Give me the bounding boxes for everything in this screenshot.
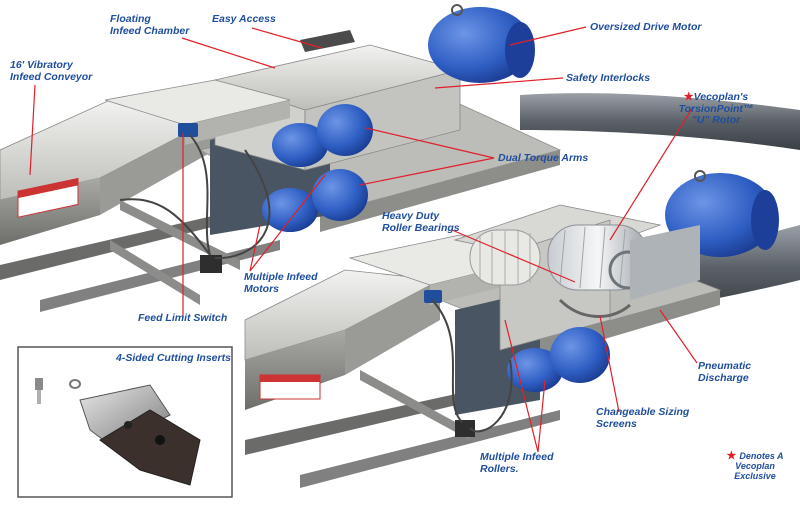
- insert-washer: [69, 379, 81, 389]
- label-changeable-sizing-screens: Changeable Sizing Screens: [596, 406, 690, 430]
- cutting-insert-holder: [99, 409, 201, 486]
- label-vibratory-infeed-conveyor: 16' Vibratory Infeed Conveyor: [10, 59, 93, 83]
- label-oversized-drive-motor: Oversized Drive Motor: [590, 21, 702, 33]
- leader-pneumatic: [659, 309, 698, 364]
- leader-infeed-motor-1: [249, 174, 326, 272]
- label-torsionpoint-rotor: ★Vecoplan's TorsionPoint™ "U" Rotor: [666, 91, 766, 127]
- leader-rollers-2: [537, 379, 546, 453]
- label-pneumatic-discharge: Pneumatic Discharge: [698, 360, 752, 384]
- label-easy-access: Easy Access: [212, 13, 276, 25]
- lower-frame-rail: [245, 380, 520, 455]
- exclusive-star-icon: ★: [683, 91, 694, 103]
- leader-rollers-1: [504, 319, 539, 453]
- exclusive-note-star-icon: ★: [726, 450, 740, 462]
- upper-access-handle: [300, 30, 355, 52]
- label-dual-torque-arms: Dual Torque Arms: [498, 152, 589, 164]
- leader-lines: [29, 26, 698, 453]
- upper-frame-rail: [0, 205, 260, 280]
- label-floating-infeed-chamber: Floating Infeed Chamber: [110, 13, 190, 37]
- leader-rotor: [609, 106, 694, 241]
- upper-machine: [0, 4, 800, 312]
- label-exclusive-note-text: Denotes A Vecoplan Exclusive: [734, 451, 784, 481]
- label-multiple-infeed-motors: Multiple Infeed Motors: [244, 271, 318, 295]
- leader-screens: [599, 315, 620, 413]
- label-heavy-duty-roller-bearings: Heavy Duty Roller Bearings: [382, 210, 460, 234]
- upper-discharge-hose: [520, 93, 800, 150]
- lower-infeed-motor: [507, 348, 563, 392]
- label-cutting-inserts: 4-Sided Cutting Inserts: [116, 352, 231, 364]
- leader-floating-infeed: [181, 37, 276, 69]
- upper-feed-limit-switch: [178, 123, 198, 137]
- leader-bearings: [451, 229, 576, 283]
- label-exclusive-note: ★ Denotes A Vecoplan Exclusive: [720, 450, 790, 482]
- leader-torque-arm-2: [359, 157, 495, 186]
- leader-easy-access: [251, 27, 323, 49]
- leader-drive-motor: [509, 26, 587, 46]
- upper-drive-motor: [428, 7, 532, 83]
- leader-conveyor: [29, 84, 36, 176]
- leader-safety-interlocks: [434, 77, 564, 89]
- upper-infeed-motor-2: [262, 188, 318, 232]
- leader-infeed-motor-2: [249, 224, 261, 272]
- label-feed-limit-switch: Feed Limit Switch: [138, 312, 228, 324]
- insert-bolt: [37, 390, 41, 404]
- upper-junction-box: [200, 255, 222, 273]
- lower-machine: [244, 170, 800, 488]
- lower-sizing-screen: [558, 298, 631, 318]
- label-multiple-infeed-rollers: Multiple Infeed Rollers.: [480, 451, 554, 475]
- cutting-inserts-inset: [17, 346, 233, 498]
- label-torsionpoint-rotor-text: Vecoplan's TorsionPoint™ "U" Rotor: [678, 91, 754, 126]
- label-safety-interlocks: Safety Interlocks: [566, 72, 651, 84]
- leader-torque-arm-1: [365, 127, 495, 159]
- upper-infeed-motor-1: [272, 123, 328, 167]
